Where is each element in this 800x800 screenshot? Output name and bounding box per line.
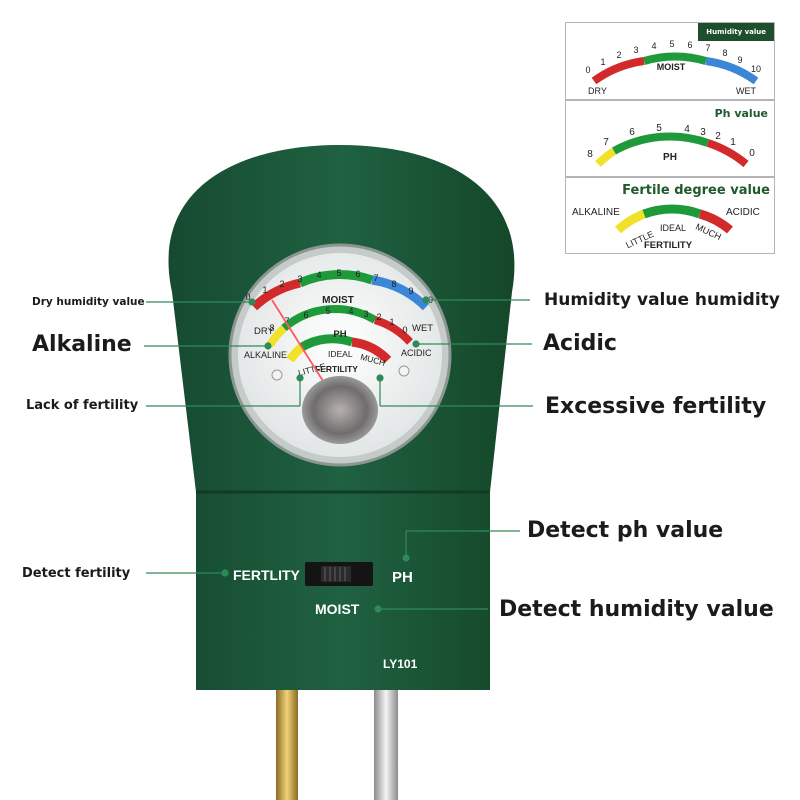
ph-tick-labels: 8 7 6 5 4 3 2 1 0 [269,306,407,335]
inset-tick: 2 [715,131,721,142]
callout-lines [144,296,533,613]
callout-detect-fertility: Detect fertility [22,566,131,581]
dial-tick: 3 [297,274,302,284]
inset-ph-tag: Ph value [714,107,768,120]
inset-fertility-tag: Fertile degree value [622,183,770,198]
inset-tick: 4 [651,41,656,51]
dial-tick: 7 [284,316,289,326]
inset-ph: Ph value 8 7 6 5 4 3 2 1 0 PH [565,100,775,177]
inset-tick: 7 [603,137,609,148]
dial-tick: 1 [262,285,267,295]
inset-tick: 3 [700,127,706,138]
inset-wet: WET [736,86,756,96]
inset-moist-title: MOIST [657,62,686,72]
dial-tick: 6 [303,310,308,320]
callout-acidic: Acidic [543,331,617,356]
inset-dry: DRY [588,86,607,96]
dial-tick: 5 [336,268,341,278]
silver-probe [374,690,398,800]
dial-tick: 5 [325,306,330,316]
moist-scale [250,270,430,311]
dial-tick: 4 [316,270,321,280]
inset-tick: 8 [722,48,727,58]
inset-tick: 0 [749,148,755,159]
inset-tick: 9 [737,55,742,65]
callout-dry-humidity: Dry humidity value [32,296,145,308]
inset-tick: 5 [656,123,662,134]
dial-fertility: FERTILITY [315,364,358,374]
dial-tick: 0 [245,292,250,302]
inset-tick: 1 [600,57,605,67]
inset-tick: 7 [705,43,710,53]
dial-tick: 0 [402,325,407,335]
needle-hub [302,376,378,444]
inset-tick: 10 [751,64,761,74]
screw [398,365,410,377]
dial-moist-title: MOIST [322,295,354,306]
inset-tick: 2 [616,50,621,60]
dial-ph-title: PH [333,329,346,340]
dial-alkaline: ALKALINE [244,350,287,360]
inset-tick: 6 [687,40,692,50]
inset-ph-title: PH [663,152,677,163]
dial-dry: DRY [254,326,275,337]
inset-acidic: ACIDIC [726,207,760,218]
dial-tick: 8 [391,279,396,289]
callout-excessive-fertility: Excessive fertility [545,394,767,419]
screw [271,369,283,381]
model-label: LY101 [383,657,418,671]
inset-ideal: IDEAL [660,223,686,233]
dial-tick: 2 [279,279,284,289]
inset-humidity: Humidity value 0 1 2 3 4 5 6 7 8 9 10 MO… [565,22,775,100]
humidity-arc-diagram: 0 1 2 3 4 5 6 7 8 9 10 MOIST DRY WET [585,39,761,96]
dial-tick: 6 [355,269,360,279]
fertility-arc-diagram: ALKALINE ACIDIC LITTLE IDEAL MUCH FERTIL… [572,204,760,251]
inset-alkaline: ALKALINE [572,207,620,218]
inset-tick: 8 [587,149,593,160]
inset-tick: 1 [730,137,736,148]
inset-fertility-title: FERTILITY [644,240,693,251]
dial-tick: 9 [408,286,413,296]
dial-tick: 4 [348,306,353,316]
dial-tick: 1 [389,317,394,327]
callout-alkaline: Alkaline [32,332,132,357]
dial-ideal: IDEAL [328,349,353,359]
callout-detect-ph: Detect ph value [527,518,724,543]
inset-tick: 3 [633,45,638,55]
dial-tick: 2 [376,312,381,322]
ph-arc-diagram: 8 7 6 5 4 3 2 1 0 PH [587,123,755,168]
inset-tick: 4 [684,124,690,135]
dial-tick: 7 [373,273,378,283]
callout-lack-fertility: Lack of fertility [26,398,139,413]
dial-acidic: ACIDIC [401,348,432,358]
dial-wet: WET [412,323,433,334]
switch-label-ph: PH [392,569,413,586]
inset-humidity-tag: Humidity value [698,23,774,41]
switch-label-moist: MOIST [315,601,360,617]
dial-tick: 3 [363,309,368,319]
callout-humidity-value: Humidity value humidity [544,290,780,310]
switch-label-fertility: FERTLITY [233,567,301,583]
inset-tick: 5 [669,39,674,49]
gold-probe [276,690,298,800]
inset-tick: 0 [585,65,590,75]
inset-tick: 6 [629,127,635,138]
callout-detect-humidity: Detect humidity value [499,597,774,622]
inset-fertility: Fertile degree value ALKALINE ACIDIC LIT… [565,177,775,254]
dial-tick: 8 [269,323,274,333]
